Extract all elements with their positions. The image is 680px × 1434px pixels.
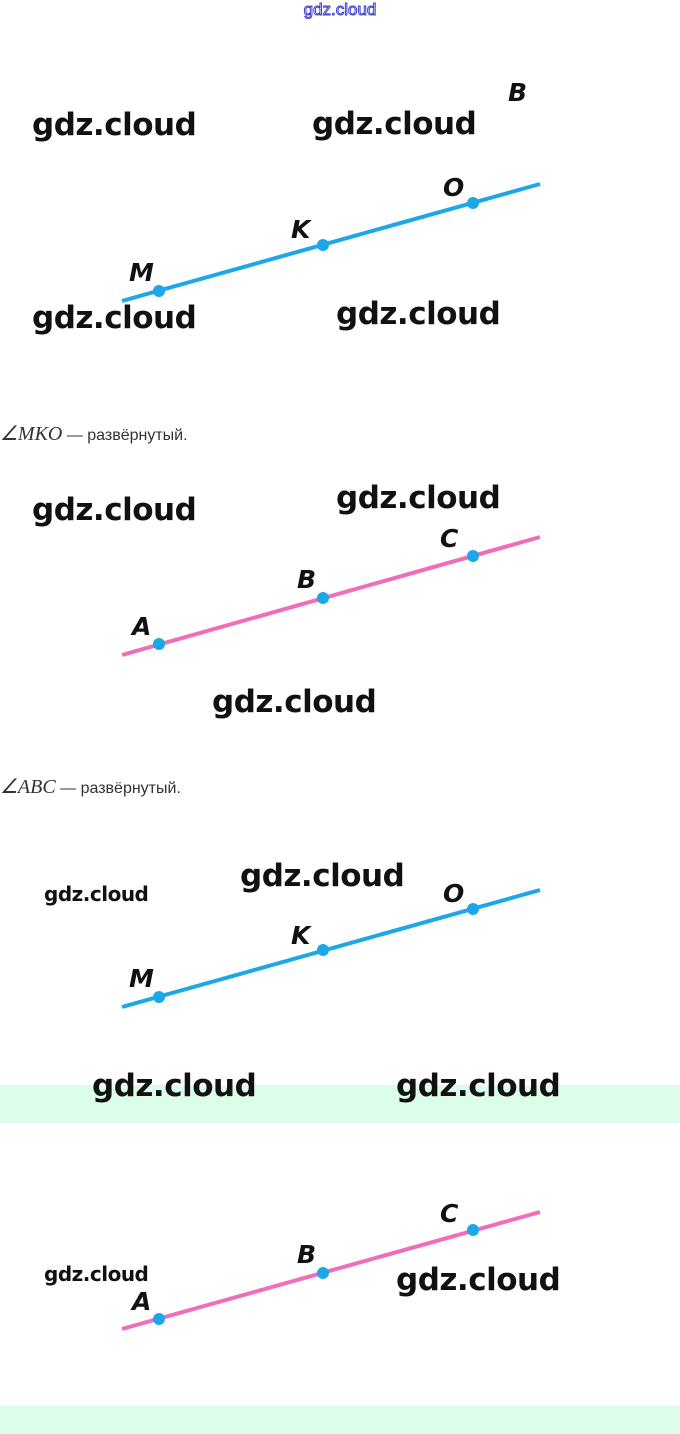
point-k [317, 239, 329, 251]
caption-mko: ∠MKO — развёрнутый. [0, 421, 188, 446]
label-k: K [291, 215, 312, 244]
caption-abc: ∠ABC — развёрнутый. [0, 774, 181, 799]
angle-abc: ∠ABC [0, 776, 56, 798]
point-o [467, 197, 479, 209]
watermark: gdz.cloud [32, 492, 197, 528]
point-m [153, 285, 165, 297]
label-m: M [129, 258, 154, 287]
label-k: K [291, 921, 312, 950]
point-o [467, 903, 479, 915]
watermark: gdz.cloud [396, 1068, 561, 1104]
point-k [317, 944, 329, 956]
point-b [317, 1267, 329, 1279]
label-m: M [129, 964, 154, 993]
watermark: gdz.cloud [312, 106, 477, 142]
watermark: gdz.cloud [336, 296, 501, 332]
label-a: A [130, 612, 151, 641]
figure-abc-2: A B C [121, 1199, 541, 1331]
point-m [153, 991, 165, 1003]
point-a [153, 1313, 165, 1325]
label-o: O [443, 879, 464, 908]
highlight-band [0, 1085, 680, 1123]
label-b: B [297, 1240, 316, 1269]
point-b [317, 592, 329, 604]
point-c [467, 550, 479, 562]
watermark: gdz.cloud [212, 684, 377, 720]
caption-text: — развёрнутый. [55, 780, 181, 797]
figure-mko-2: M K O [121, 879, 541, 1009]
watermark: gdz.cloud [240, 858, 405, 894]
watermark: gdz.cloud [44, 882, 149, 906]
watermark: gdz.cloud [92, 1068, 257, 1104]
watermark: gdz.cloud [32, 107, 197, 143]
label-b: B [297, 565, 316, 594]
caption-text: — развёрнутый. [62, 427, 188, 444]
highlight-band [0, 1406, 680, 1434]
watermark: gdz.cloud [396, 1262, 561, 1298]
header-watermark: gdz.cloud [303, 0, 377, 20]
label-o: O [443, 173, 464, 202]
figure-mko-1: M K O B [121, 78, 541, 303]
watermark: gdz.cloud [44, 1262, 149, 1286]
watermark: gdz.cloud [336, 480, 501, 516]
label-c: C [440, 1199, 459, 1228]
point-c [467, 1224, 479, 1236]
label-a: A [130, 1287, 151, 1316]
angle-mko: ∠MKO [0, 423, 63, 445]
point-a [153, 638, 165, 650]
label-c: C [440, 524, 459, 553]
label-b-partial: B [508, 78, 527, 107]
watermark: gdz.cloud [32, 300, 197, 336]
figure-abc-1: A B C [121, 524, 541, 657]
